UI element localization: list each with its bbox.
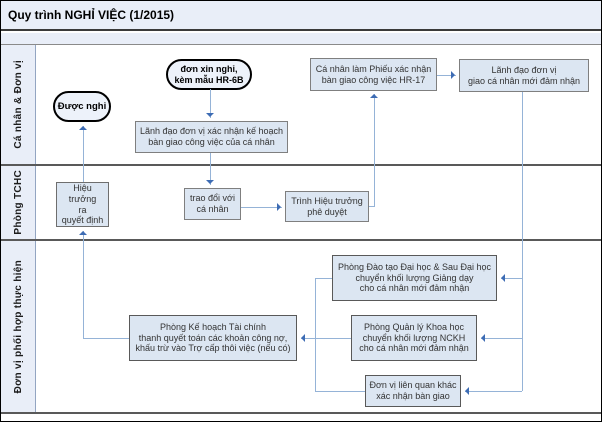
connector-kehoach-to-hieutruong-v — [83, 231, 84, 338]
connector-hieutruong-to-duocnghi — [83, 126, 84, 182]
process-phong-ke-hoach-tai-chinh: Phòng Kế hoạch Tài chính thanh quyết toá… — [129, 315, 297, 361]
arrowhead-left-icon — [461, 387, 469, 395]
arrowhead-left-icon — [477, 334, 485, 342]
terminator-duoc-nghi: Được nghỉ — [53, 91, 111, 122]
process-hieu-truong-ra-quyet-dinh: Hiệu trưởng ra quyết định — [56, 182, 109, 227]
connector-daotao-out — [315, 278, 332, 279]
process-trinh-hieu-truong-phe-duyet: Trình Hiệu trưởng phê duyệt — [285, 191, 369, 222]
arrowhead-up-icon — [79, 227, 87, 235]
lane-label-ca-nhan-don-vi: Cá nhân & Đơn vị — [1, 45, 36, 164]
process-lanh-dao-xac-nhan-ke-hoach: Lãnh đạo đơn vị xác nhận kế hoạch bàn gi… — [135, 121, 288, 153]
lane-don-vi-phoi-hop: Đơn vị phối hợp thực hiện — [1, 241, 601, 414]
arrowhead-up-icon — [79, 122, 87, 130]
connector-branch-lienquan — [465, 391, 522, 392]
connector-donxin-to-xacnhan — [210, 89, 211, 118]
connector-branch-quanly — [481, 338, 522, 339]
header-spacer-row — [1, 33, 601, 45]
lane-phong-tchc: Phòng TCHC — [1, 166, 601, 241]
lane-label-text: Đơn vị phối hợp thực hiện — [12, 259, 24, 394]
connector-lienquan-out — [315, 391, 365, 392]
lane-label-text: Phòng TCHC — [12, 170, 24, 235]
process-trao-doi-voi-ca-nhan: trao đổi với cá nhân — [184, 188, 241, 220]
process-phong-quan-ly-khoa-hoc: Phòng Quản lý Khoa học chuyển khối lượng… — [351, 315, 477, 361]
connector-traodoi-to-trinh — [241, 207, 282, 208]
connector-phieu-to-giao — [437, 75, 456, 76]
arrowhead-down-icon — [206, 180, 214, 188]
lane-label-phong-tchc: Phòng TCHC — [1, 166, 36, 239]
connector-branch-daotao — [501, 278, 522, 279]
connector-trinh-to-phieu-h — [369, 206, 375, 207]
arrowhead-up-icon — [370, 90, 378, 98]
process-lanh-dao-giao-ca-nhan-moi: Lãnh đạo đơn vị giao cá nhân mới đảm nhậ… — [459, 59, 589, 92]
arrowhead-right-icon — [277, 203, 285, 211]
connector-trinh-to-phieu-v — [374, 94, 375, 207]
process-phong-dao-tao: Phòng Đào tạo Đại học & Sau Đại học chuy… — [332, 255, 497, 301]
process-ca-nhan-lam-phieu-hr17: Cá nhân làm Phiếu xác nhận bàn giao công… — [310, 58, 437, 91]
connector-quanly-out — [301, 338, 351, 339]
arrowhead-left-icon — [297, 334, 305, 342]
terminator-don-xin-nghi: đơn xin nghỉ, kèm mẫu HR-6B — [166, 59, 252, 90]
connector-giao-drop — [522, 92, 523, 391]
arrowhead-down-icon — [206, 113, 214, 121]
process-don-vi-lien-quan-khac: Đơn vị liên quan khác xác nhận bàn giao — [365, 375, 461, 407]
connector-kehoach-to-hieutruong-h — [83, 338, 129, 339]
lane-label-text: Cá nhân & Đơn vị — [12, 60, 24, 149]
lane-label-don-vi-phoi-hop: Đơn vị phối hợp thực hiện — [1, 241, 36, 412]
arrowhead-right-icon — [451, 71, 459, 79]
connector-xacnhan-to-traodoi — [210, 153, 211, 185]
arrowhead-left-icon — [497, 274, 505, 282]
page-title: Quy trình NGHỈ VIỆC (1/2015) — [8, 8, 175, 22]
connector-merge-rail — [315, 278, 316, 391]
title-bar: Quy trình NGHỈ VIỆC (1/2015) — [1, 1, 601, 31]
